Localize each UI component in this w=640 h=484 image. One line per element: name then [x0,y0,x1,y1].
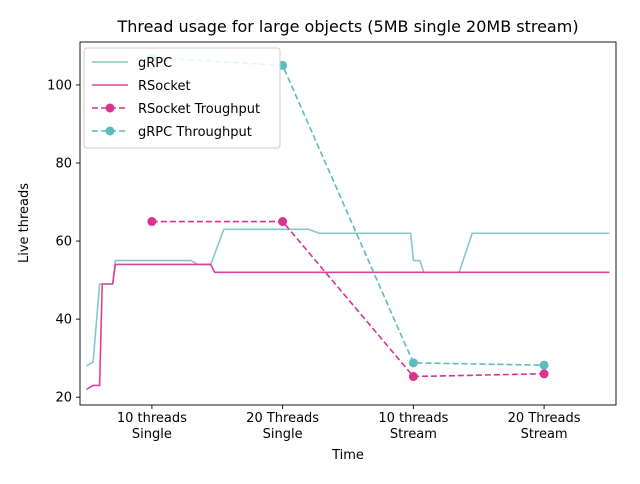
legend-label-2: RSocket Troughput [138,102,260,117]
series-line-2 [151,220,545,378]
series-line-1 [86,263,610,391]
x-tick-label-0-1: Single [132,427,172,442]
series-3-point-3 [539,360,549,370]
legend-label-3: gRPC Throughput [138,125,252,140]
x-tick-label-3-0: 20 Threads [508,411,581,426]
y-tick-label-1: 40 [55,313,72,328]
legend-box [83,47,281,149]
x-tick-label-2-1: Stream [390,427,437,442]
series-3-point-2 [408,358,418,368]
legend-marker-2 [105,103,115,113]
y-tick-label-2: 60 [55,235,72,250]
series-2-point-1 [278,217,288,227]
series-2-point-2 [408,372,418,382]
x-tick-label-1-1: Single [263,427,303,442]
chart-title: Thread usage for large objects (5MB sing… [116,17,578,36]
legend-label-0: gRPC [138,56,172,71]
x-tick-label-1-0: 20 Threads [246,411,319,426]
y-tick-label-4: 100 [47,78,72,93]
legend-marker-3 [105,126,115,136]
y-tick-label-3: 80 [55,157,72,172]
x-tick-label-0-0: 10 threads [117,411,187,426]
plot-frame [79,41,617,406]
x-tick-label-2-0: 10 threads [378,411,448,426]
x-axis-label: Time [331,448,364,463]
x-tick-label-3-1: Stream [521,427,568,442]
series-2-point-3 [539,369,549,379]
series-2-point-0 [147,217,157,227]
legend-label-1: RSocket [138,79,191,94]
y-tick-label-0: 20 [55,391,72,406]
y-axis-label: Live threads [17,183,32,263]
